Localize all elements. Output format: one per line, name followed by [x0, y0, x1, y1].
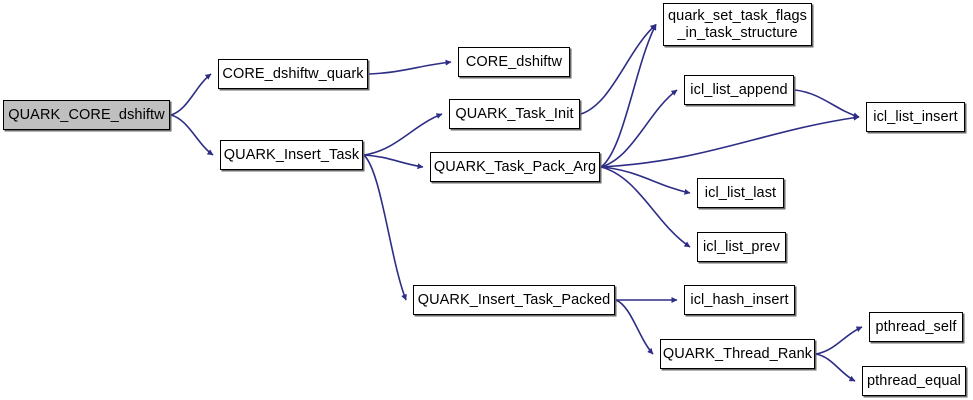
graph-node-label: icl_hash_insert: [690, 291, 789, 308]
graph-node-label: QUARK_Insert_Task: [223, 146, 360, 163]
graph-edge-quark_core_dshiftw-to-core_dshiftw_quark: [170, 73, 212, 116]
graph-node-icl_list_last[interactable]: icl_list_last: [697, 178, 784, 208]
graph-node-pthread_equal[interactable]: pthread_equal: [862, 366, 966, 396]
graph-node-quark_core_dshiftw[interactable]: QUARK_CORE_dshiftw: [3, 100, 170, 130]
graph-edge-core_dshiftw_quark-to-core_dshiftw: [368, 59, 452, 75]
graph-edge-quark_task_pack_arg-to-quark_set_task_flags: [600, 24, 657, 168]
graph-node-label: icl_list_insert: [873, 108, 958, 125]
graph-node-label: QUARK_Task_Init: [455, 105, 574, 122]
graph-node-quark_task_pack_arg[interactable]: QUARK_Task_Pack_Arg: [430, 152, 600, 182]
graph-node-quark_insert_task_packed[interactable]: QUARK_Insert_Task_Packed: [413, 285, 615, 315]
graph-node-label: icl_list_append: [690, 81, 788, 98]
graph-edge-quark_task_pack_arg-to-icl_list_prev: [600, 166, 691, 248]
graph-node-quark_thread_rank[interactable]: QUARK_Thread_Rank: [660, 339, 815, 369]
graph-edge-quark_insert_task_packed-to-quark_thread_rank: [615, 299, 654, 355]
graph-node-label: pthread_equal: [866, 372, 962, 389]
graph-node-label: QUARK_Thread_Rank: [662, 345, 813, 362]
graph-node-icl_list_insert[interactable]: icl_list_insert: [866, 102, 965, 132]
graph-node-quark_insert_task[interactable]: QUARK_Insert_Task: [220, 140, 363, 170]
graph-node-quark_task_init[interactable]: QUARK_Task_Init: [449, 99, 580, 129]
graph-edge-quark_insert_task-to-quark_task_init: [363, 113, 443, 156]
graph-edge-quark_task_init-to-quark_set_task_flags: [580, 23, 657, 115]
graph-node-quark_set_task_flags[interactable]: quark_set_task_flags _in_task_structure: [663, 3, 812, 46]
graph-node-core_dshiftw_quark[interactable]: CORE_dshiftw_quark: [218, 59, 368, 89]
graph-node-label: icl_list_last: [704, 184, 777, 201]
graph-node-icl_list_append[interactable]: icl_list_append: [684, 75, 794, 105]
graph-node-label: QUARK_Insert_Task_Packed: [417, 291, 611, 308]
graph-node-label: CORE_dshiftw: [465, 53, 563, 70]
graph-node-label: QUARK_CORE_dshiftw: [8, 106, 165, 123]
graph-node-label: CORE_dshiftw_quark: [222, 65, 364, 82]
graph-edge-quark_insert_task-to-quark_task_pack_arg: [363, 154, 424, 170]
graph-node-label: icl_list_prev: [702, 238, 781, 255]
graph-node-pthread_self[interactable]: pthread_self: [869, 312, 963, 342]
graph-node-core_dshiftw[interactable]: CORE_dshiftw: [458, 47, 570, 77]
graph-node-icl_hash_insert[interactable]: icl_hash_insert: [684, 285, 795, 315]
graph-node-label: quark_set_task_flags _in_task_structure: [667, 8, 808, 41]
graph-node-icl_list_prev[interactable]: icl_list_prev: [697, 232, 786, 262]
graph-edge-quark_insert_task-to-quark_insert_task_packed: [363, 154, 407, 301]
graph-edge-quark_thread_rank-to-pthread_equal: [815, 353, 856, 382]
graph-node-label: pthread_self: [875, 318, 957, 335]
graph-edge-icl_list_append-to-icl_list_insert: [794, 89, 860, 119]
graph-edge-quark_task_pack_arg-to-icl_list_append: [600, 89, 678, 168]
graph-edge-quark_thread_rank-to-pthread_self: [815, 326, 863, 355]
graph-edge-quark_core_dshiftw-to-quark_insert_task: [170, 114, 214, 156]
graph-node-label: QUARK_Task_Pack_Arg: [433, 158, 597, 175]
graph-edge-quark_task_pack_arg-to-icl_list_last: [600, 166, 691, 195]
graph-edge-quark_task_pack_arg-to-icl_list_insert: [600, 114, 860, 168]
